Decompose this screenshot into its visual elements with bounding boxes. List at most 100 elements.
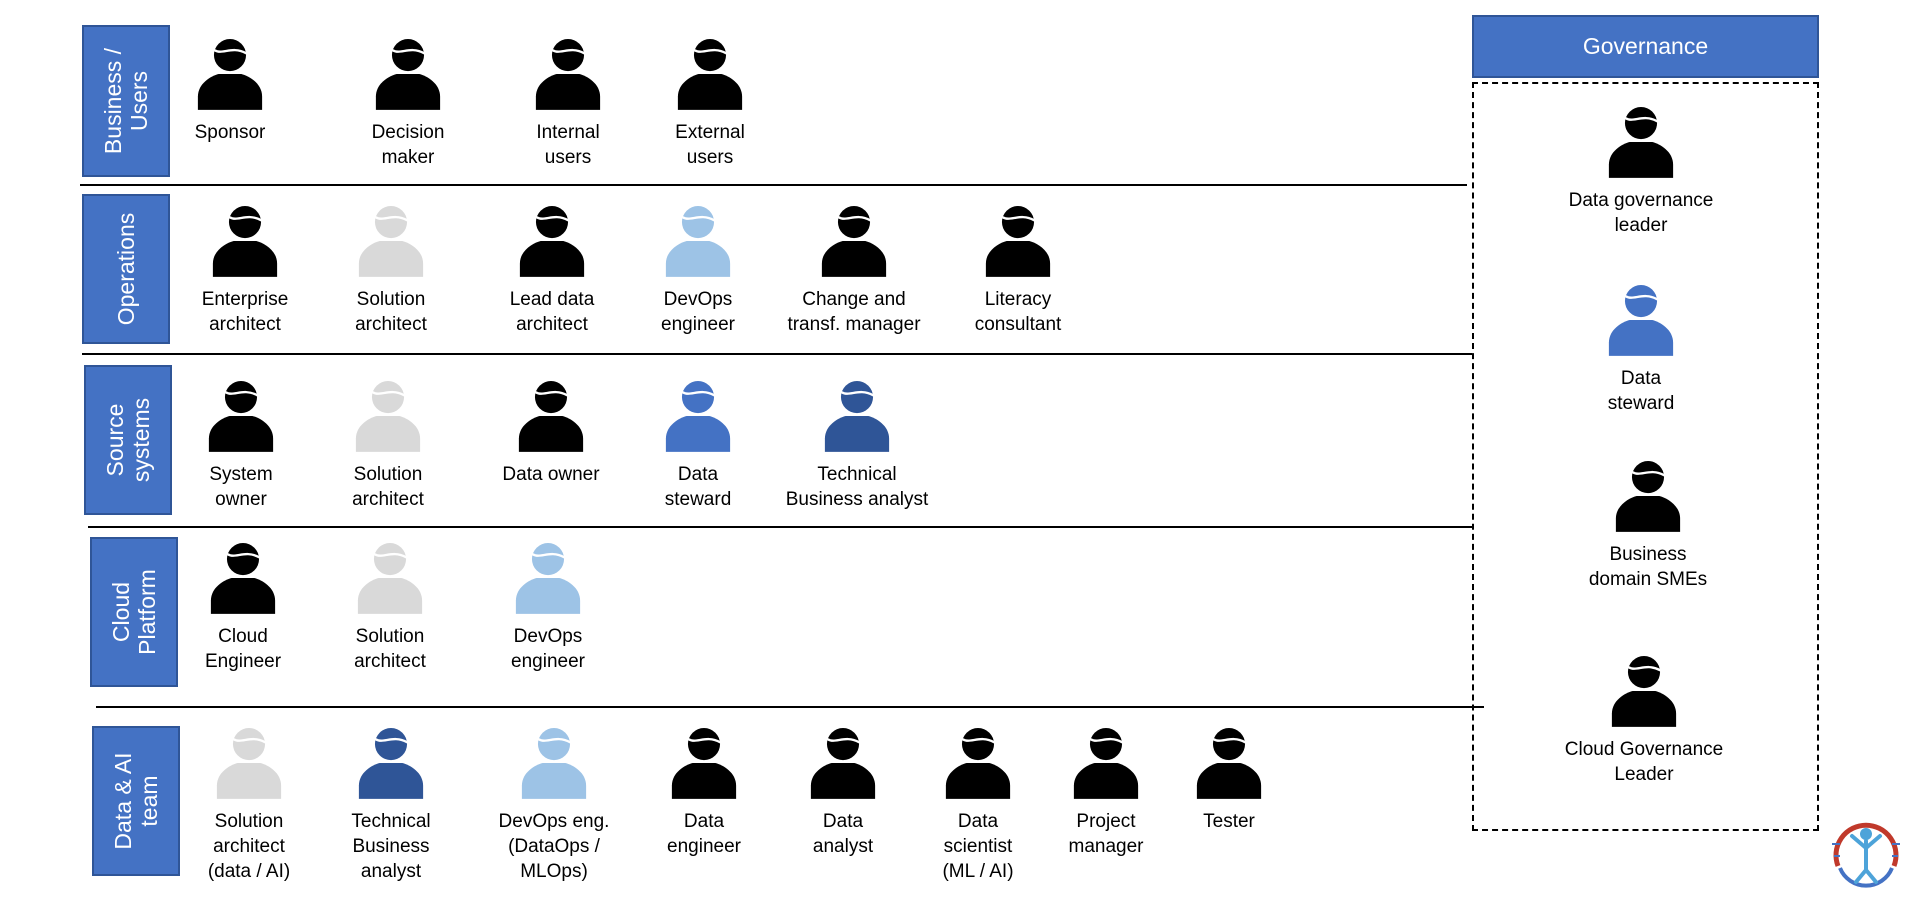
role-data-scientist-ml-ai: Data scientist (ML / AI) xyxy=(893,725,1063,884)
person-icon xyxy=(824,381,890,452)
role-lead-data-architect: Lead data architect xyxy=(467,203,637,337)
person-icon xyxy=(677,39,743,110)
person-icon xyxy=(358,728,424,799)
governance-header: Governance xyxy=(1472,15,1819,78)
role-devops-engineer: DevOps engineer xyxy=(463,540,633,674)
band-label-text: Source systems xyxy=(102,397,154,483)
role-label: DevOps eng. (DataOps / MLOps) xyxy=(498,811,610,882)
role-label: Enterprise architect xyxy=(201,289,289,335)
person-icon xyxy=(1196,728,1262,799)
role-project-manager: Project manager xyxy=(1021,725,1191,859)
person-icon xyxy=(216,728,282,799)
role-devops-engineer: DevOps engineer xyxy=(613,203,783,337)
role-solution-architect: Solution architect xyxy=(303,378,473,512)
role-label: Change and transf. manager xyxy=(787,289,921,335)
role-data-steward: Data steward xyxy=(613,378,783,512)
band-label-data-ai-team: Data & AI team xyxy=(92,726,180,876)
role-change-and-transf-manager: Change and transf. manager xyxy=(769,203,939,337)
role-solution-architect: Solution architect xyxy=(306,203,476,337)
role-label: Technical Business analyst xyxy=(785,464,929,510)
role-label: Data engineer xyxy=(667,811,741,857)
role-label: Project manager xyxy=(1068,811,1144,857)
role-decision-maker: Decision maker xyxy=(323,36,493,170)
role-internal-users: Internal users xyxy=(483,36,653,170)
band-divider xyxy=(88,526,1472,528)
role-label: Data scientist (ML / AI) xyxy=(942,811,1014,882)
role-solution-architect: Solution architect xyxy=(305,540,475,674)
person-icon xyxy=(521,728,587,799)
person-icon xyxy=(212,206,278,277)
person-icon xyxy=(671,728,737,799)
person-icon xyxy=(358,206,424,277)
role-label: Technical Business analyst xyxy=(351,811,431,882)
role-data-governance-leader: Data governance leader xyxy=(1556,104,1726,238)
person-icon xyxy=(355,381,421,452)
role-label: DevOps engineer xyxy=(511,626,585,672)
role-cloud-governance-leader: Cloud Governance Leader xyxy=(1559,653,1729,787)
role-label: Internal users xyxy=(536,122,600,168)
person-icon xyxy=(518,381,584,452)
band-divider xyxy=(96,706,1484,708)
role-label: Data governance leader xyxy=(1568,190,1714,236)
role-label: Solution architect xyxy=(354,626,426,672)
role-enterprise-architect: Enterprise architect xyxy=(160,203,330,337)
person-icon xyxy=(515,543,581,614)
role-label: Data owner xyxy=(502,464,600,485)
role-label: External users xyxy=(675,122,745,168)
band-label-text: Data & AI team xyxy=(110,752,162,850)
role-label: Cloud Engineer xyxy=(204,626,282,672)
role-label: Lead data architect xyxy=(509,289,595,335)
role-technical-business-analyst: Technical Business analyst xyxy=(772,378,942,512)
role-label: Solution architect xyxy=(352,464,424,510)
role-label: Literacy consultant xyxy=(974,289,1062,335)
person-icon xyxy=(821,206,887,277)
role-business-domain-smes: Business domain SMEs xyxy=(1563,458,1733,592)
role-label: Data steward xyxy=(664,464,732,510)
band-label-source-systems: Source systems xyxy=(84,365,172,515)
band-label-text: Operations xyxy=(113,212,139,326)
role-data-analyst: Data analyst xyxy=(758,725,928,859)
governance-title: Governance xyxy=(1582,33,1709,59)
governance-box xyxy=(1472,82,1819,831)
person-icon xyxy=(665,206,731,277)
band-label-cloud-platform: Cloud Platform xyxy=(90,537,178,687)
person-icon xyxy=(1073,728,1139,799)
role-label: System owner xyxy=(209,464,273,510)
person-icon xyxy=(1608,107,1674,178)
role-sponsor: Sponsor xyxy=(145,36,315,145)
person-icon xyxy=(1611,656,1677,727)
person-icon xyxy=(357,543,423,614)
role-label: Solution architect (data / AI) xyxy=(207,811,291,882)
role-data-engineer: Data engineer xyxy=(619,725,789,859)
role-literacy-consultant: Literacy consultant xyxy=(933,203,1103,337)
person-icon xyxy=(210,543,276,614)
role-label: Data steward xyxy=(1607,368,1675,414)
role-system-owner: System owner xyxy=(156,378,326,512)
role-label: Tester xyxy=(1203,811,1255,832)
band-divider xyxy=(80,184,1467,186)
band-label-operations: Operations xyxy=(82,194,170,344)
band-divider xyxy=(82,353,1472,355)
person-icon xyxy=(985,206,1051,277)
role-label: Solution architect xyxy=(355,289,427,335)
role-label: Sponsor xyxy=(194,122,266,143)
role-devops-eng-dataops-mlops: DevOps eng. (DataOps / MLOps) xyxy=(469,725,639,884)
band-label-business-users: Business / Users xyxy=(82,25,170,177)
brand-logo-icon xyxy=(1832,822,1900,888)
person-icon xyxy=(1615,461,1681,532)
role-cloud-engineer: Cloud Engineer xyxy=(158,540,328,674)
role-data-steward: Data steward xyxy=(1556,282,1726,416)
role-data-owner: Data owner xyxy=(466,378,636,487)
role-label: Business domain SMEs xyxy=(1588,544,1708,590)
role-solution-architect-data-ai: Solution architect (data / AI) xyxy=(164,725,334,884)
role-label: Cloud Governance Leader xyxy=(1564,739,1724,785)
person-icon xyxy=(1608,285,1674,356)
role-label: Data analyst xyxy=(812,811,874,857)
person-icon xyxy=(945,728,1011,799)
person-icon xyxy=(375,39,441,110)
role-tester: Tester xyxy=(1144,725,1314,834)
person-icon xyxy=(535,39,601,110)
person-icon xyxy=(519,206,585,277)
person-icon xyxy=(208,381,274,452)
